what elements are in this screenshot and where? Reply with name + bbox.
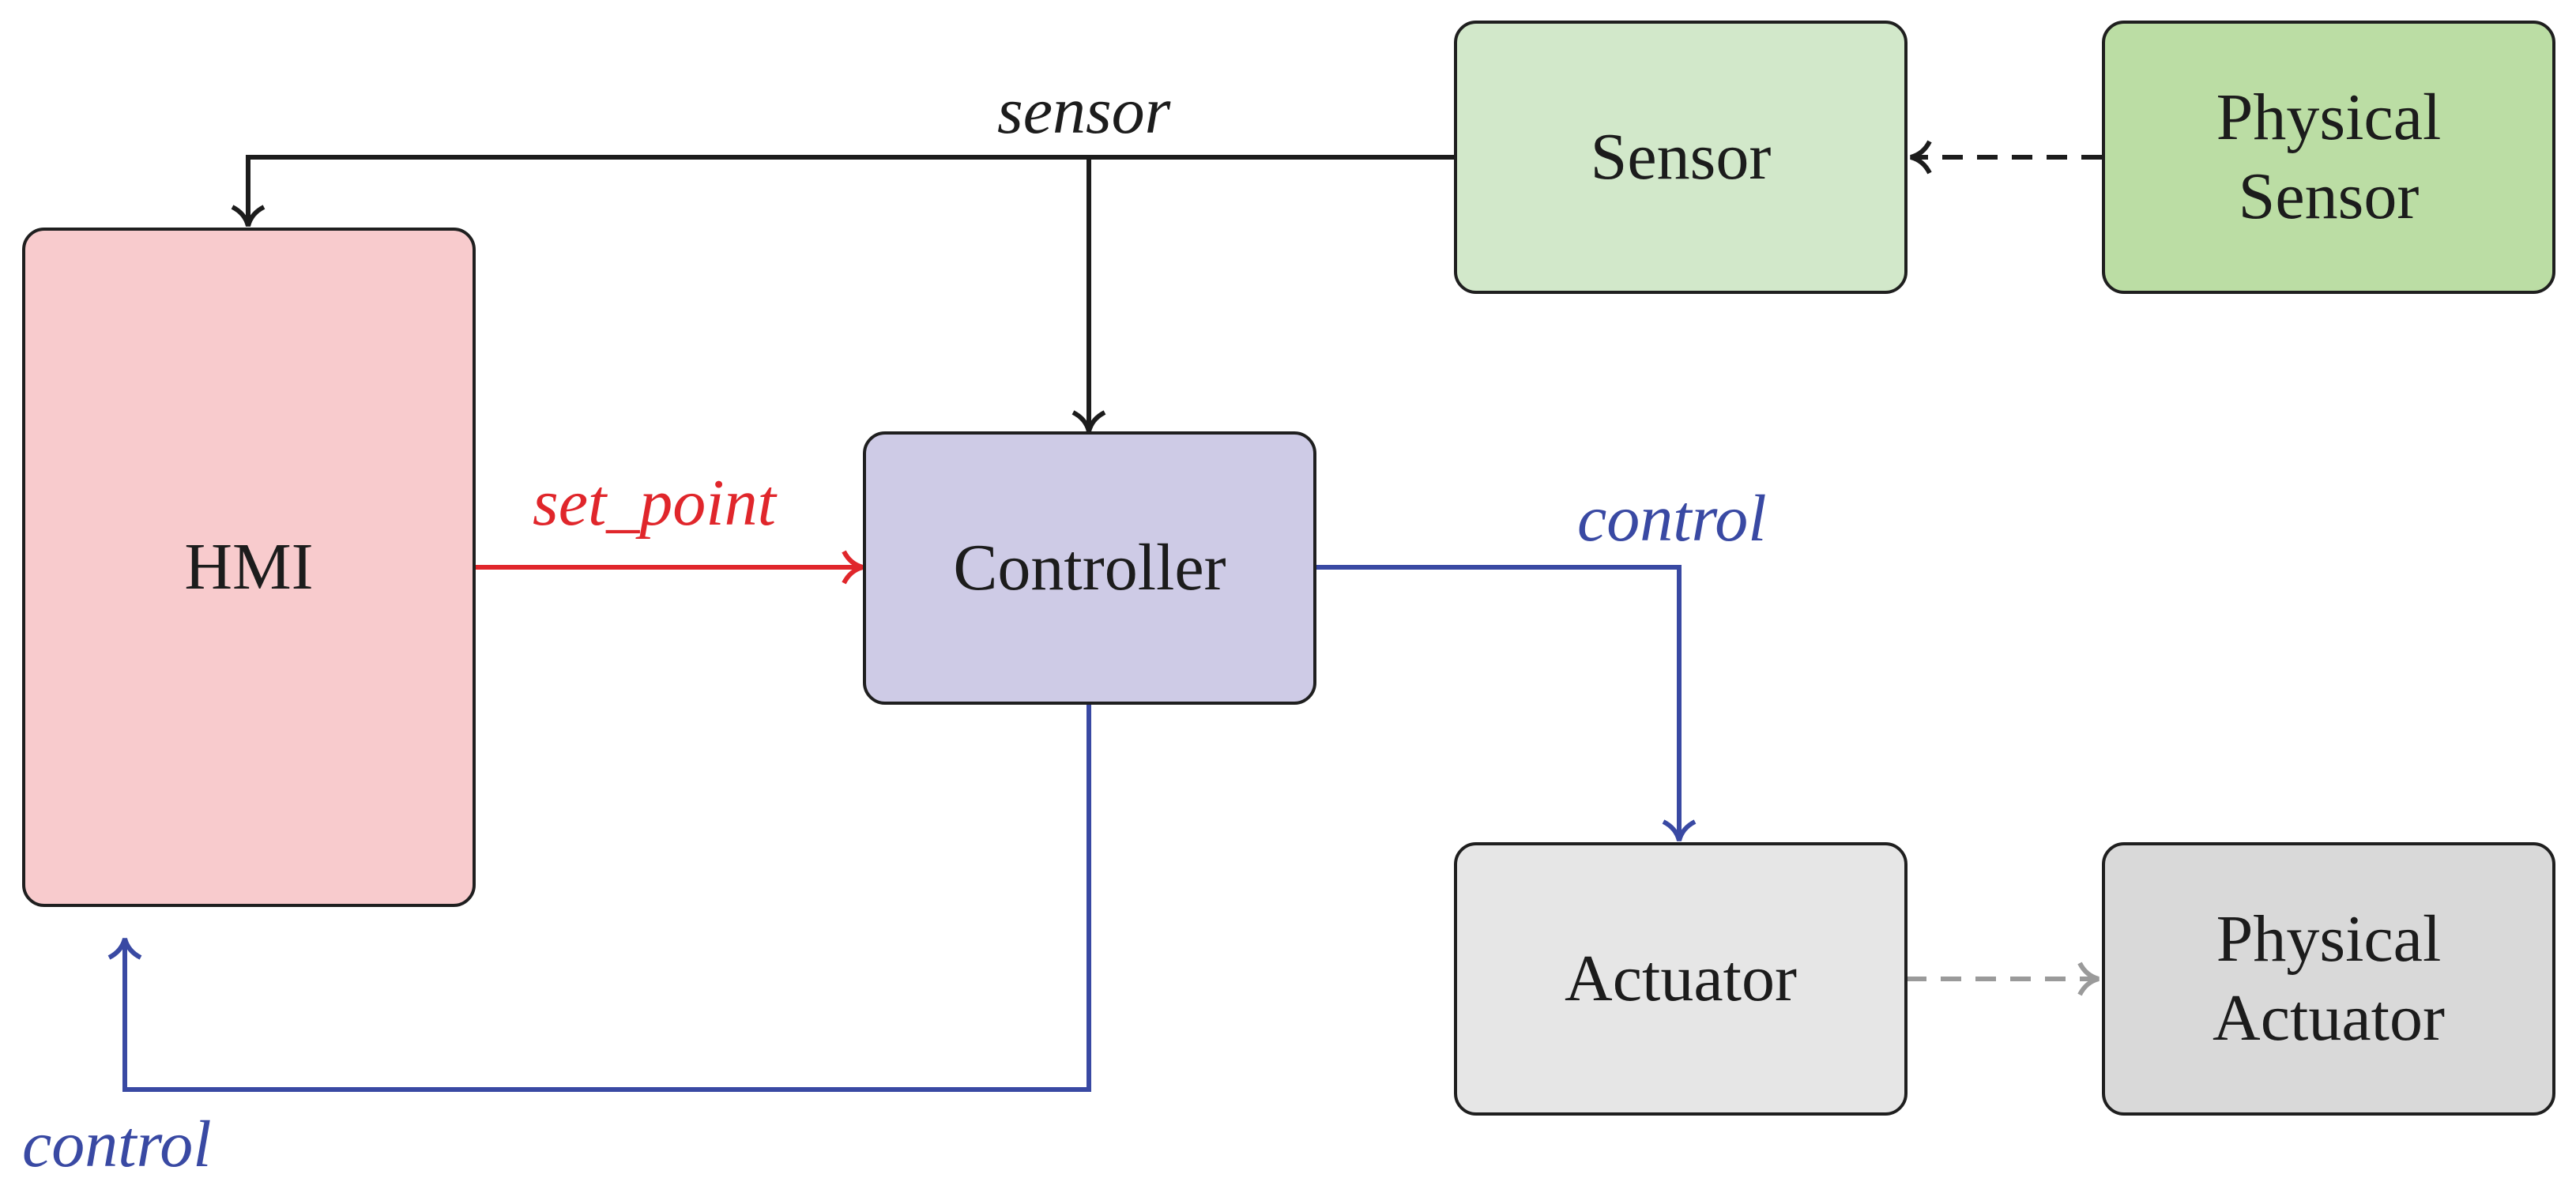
physical-actuator-label-line1: Physical (2216, 902, 2442, 976)
sensor-to-hmi-wire (246, 155, 1454, 223)
control-to-actuator-label: control (1577, 482, 1767, 555)
controller-block: Controller (863, 431, 1316, 705)
sensor-label: Sensor (1590, 120, 1772, 194)
controller-label: Controller (953, 531, 1226, 604)
physical-sensor-label: Physical Sensor (2216, 78, 2442, 236)
physical-sensor-block: Physical Sensor (2102, 21, 2555, 294)
sensor-to-hmi-arrowhead (231, 205, 266, 227)
hmi-label: HMI (184, 530, 314, 604)
physical-actuator-block: Physical Actuator (2102, 842, 2555, 1116)
control-to-hmi-label: control (22, 1108, 212, 1181)
control-to-hmi-arrowhead (107, 938, 142, 960)
control-to-hmi-wire (122, 705, 1091, 1092)
control-to-actuator-arrowhead (1662, 819, 1697, 841)
actuator-block: Actuator (1454, 842, 1908, 1116)
control-to-actuator-wire (1316, 565, 1682, 837)
actuator-label: Actuator (1565, 942, 1797, 1015)
sensor-block: Sensor (1454, 21, 1908, 294)
physical-sensor-label-line2: Sensor (2238, 160, 2420, 233)
physical-actuator-label-line2: Actuator (2213, 981, 2445, 1055)
physical-sensor-label-line1: Physical (2216, 81, 2442, 154)
sensor-signal-label: sensor (997, 74, 1171, 148)
hmi-block: HMI (22, 228, 476, 907)
set-point-label: set_point (533, 466, 776, 540)
physical-sensor-to-sensor-arrowhead (1910, 140, 1932, 175)
actuator-to-physical-actuator-arrowhead (2077, 962, 2100, 996)
physical-actuator-label: Physical Actuator (2213, 900, 2445, 1058)
